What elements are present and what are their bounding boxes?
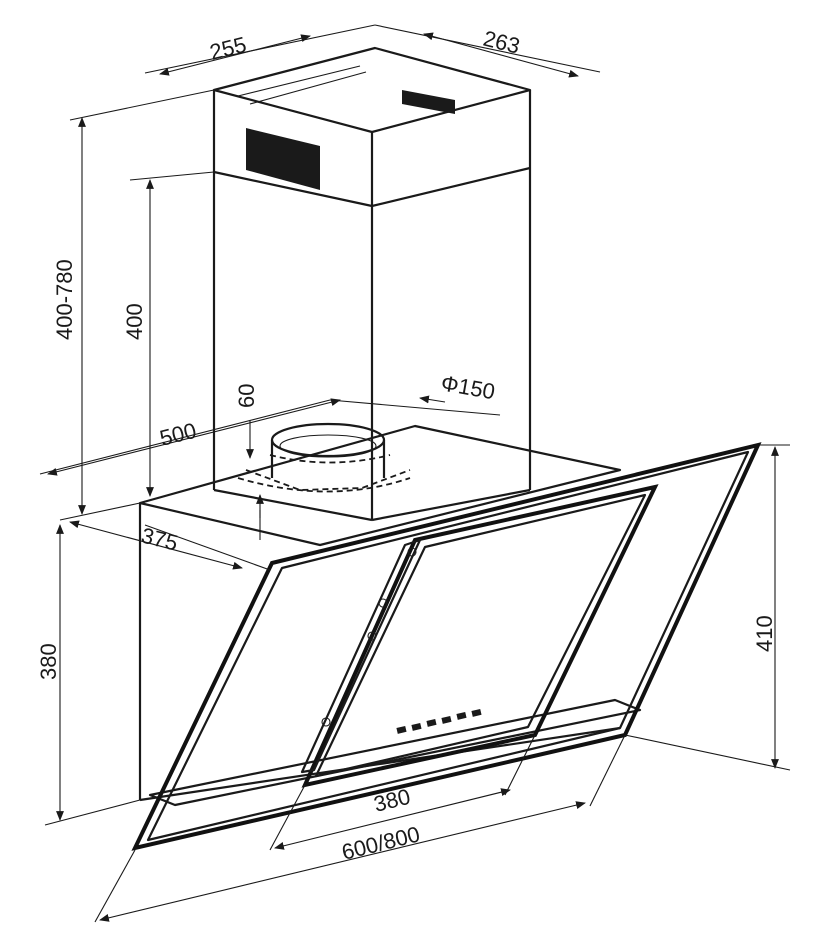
dim-body-height: 380 <box>36 643 61 680</box>
dim-outlet-position: 500 <box>157 418 199 451</box>
chimney-vent-right <box>402 90 455 114</box>
dim-chimney-height: 400 <box>122 303 147 340</box>
dim-chimney-width: 255 <box>207 32 249 65</box>
dim-overall-width: 600/800 <box>339 821 422 864</box>
dim-chimney-depth: 263 <box>481 26 523 59</box>
control-buttons <box>396 708 482 734</box>
dim-outlet-offset: 60 <box>234 384 259 408</box>
dim-chimney-height-range: 400-780 <box>52 259 77 340</box>
dim-glass-height: 410 <box>752 615 777 652</box>
chimney-upper-section <box>212 46 532 208</box>
extension-lines <box>39 24 791 923</box>
dimension-arrows <box>47 32 779 922</box>
hood-top-plate <box>138 424 622 800</box>
chimney-lower-section <box>212 168 532 522</box>
chimney-vent-left <box>246 128 320 190</box>
dim-body-depth: 375 <box>139 523 181 556</box>
dim-outlet-diameter: Φ150 <box>439 370 497 404</box>
dim-filter-width: 380 <box>371 784 413 817</box>
